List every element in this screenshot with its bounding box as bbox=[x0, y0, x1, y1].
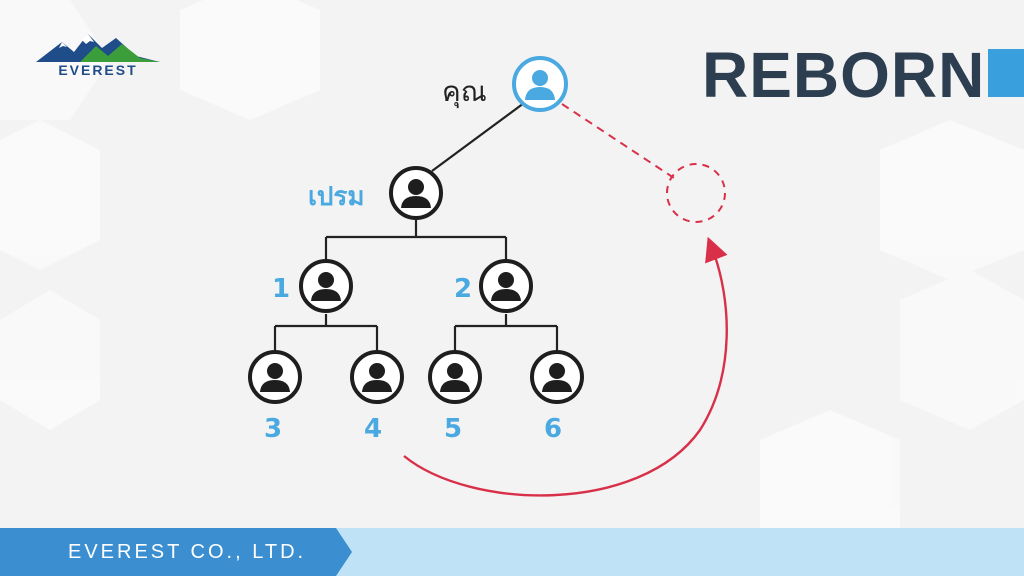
root-node-icon bbox=[512, 56, 568, 112]
node-3-icon bbox=[248, 350, 302, 404]
node-2-label: 2 bbox=[454, 274, 473, 304]
node-1-label: 1 bbox=[272, 274, 291, 304]
footer-company-name: EVEREST CO., LTD. bbox=[68, 541, 307, 563]
node-3-label: 3 bbox=[264, 414, 283, 444]
node-5-icon bbox=[428, 350, 482, 404]
logo-text: EVEREST bbox=[58, 62, 138, 78]
reborn-arrow bbox=[403, 236, 728, 497]
root-label: คุณ bbox=[442, 75, 487, 108]
footer-bar bbox=[0, 528, 1024, 576]
title-accent-square bbox=[988, 49, 1024, 97]
tree-connectors bbox=[273, 102, 559, 350]
page-title: REBORN bbox=[702, 39, 986, 111]
sponsor-label: เปรม bbox=[308, 182, 365, 212]
sponsor-node-icon bbox=[389, 166, 443, 220]
node-5-label: 5 bbox=[444, 414, 463, 444]
everest-logo-mountains bbox=[36, 34, 160, 62]
node-4-icon bbox=[350, 350, 404, 404]
node-6-label: 6 bbox=[544, 414, 563, 444]
empty-slot-circle bbox=[666, 163, 726, 223]
node-1-icon bbox=[299, 259, 353, 313]
node-4-label: 4 bbox=[364, 414, 383, 444]
node-2-icon bbox=[479, 259, 533, 313]
dashed-link bbox=[561, 103, 675, 179]
node-6-icon bbox=[530, 350, 584, 404]
